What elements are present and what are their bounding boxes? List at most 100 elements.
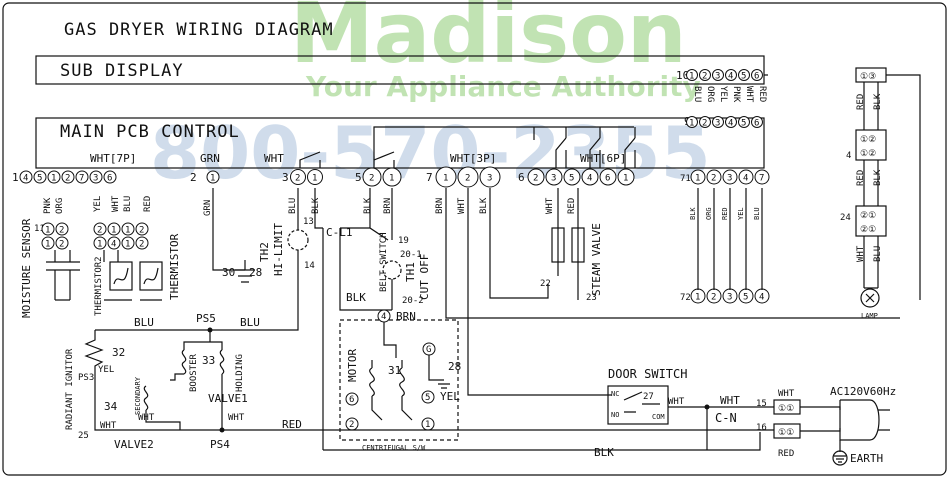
c71-pin xyxy=(754,169,770,185)
svg-text:①②: ①② xyxy=(860,135,876,145)
wht6p-pin xyxy=(599,168,617,186)
door-no: NO xyxy=(611,411,619,419)
connector-10-id: 10 xyxy=(676,69,689,82)
wht3p-pin-label: 1 xyxy=(443,174,448,184)
wht6p-pin-label: 2 xyxy=(533,174,538,184)
diagram-title: GAS DRYER WIRING DIAGRAM xyxy=(64,20,334,40)
steam-valve-label: STEAM VALVE xyxy=(590,223,603,296)
wht6p-pin-label: 5 xyxy=(569,174,574,184)
n23: 23 xyxy=(586,293,597,303)
n13: 13 xyxy=(303,217,314,227)
c9-pin xyxy=(751,116,763,128)
steam-valve: BRN WHT BLK WHT RED STEAM VALVE 22 23 xyxy=(435,188,900,396)
wire-blu-th: BLU xyxy=(123,196,133,212)
n33: 33 xyxy=(202,354,215,367)
c4-id: 4 xyxy=(846,151,851,161)
c11c-pin-label: 2 xyxy=(97,226,102,236)
svg-text:②①: ②① xyxy=(860,225,876,235)
c11d-pin-label: 2 xyxy=(139,240,144,250)
c71-pin-label: 2 xyxy=(711,174,716,184)
c5-wire-blk: BLK xyxy=(363,197,373,214)
motor-pin6: 6 xyxy=(349,395,354,405)
wht7p-pin xyxy=(33,170,47,184)
booster-label: BOOSTER xyxy=(189,353,199,392)
wht7p-pin-label: 4 xyxy=(23,174,28,184)
n20-1: 20-1 xyxy=(400,250,422,260)
door-wht: WHT xyxy=(668,397,685,407)
c11c-pin-label: 1 xyxy=(125,226,130,236)
c11d-pin-label: 1 xyxy=(125,240,130,250)
gas-valve: BLU PS5 BLU RADIANT IGNITOR 32 YEL PS3 3… xyxy=(65,312,780,459)
c11c-pin-label: 2 xyxy=(139,226,144,236)
blu-wire-2: BLU xyxy=(240,316,260,329)
c71-pin-label: 7 xyxy=(759,174,764,184)
connector-11-id: 11 xyxy=(34,224,45,234)
n25: 25 xyxy=(78,431,89,441)
c10-pin xyxy=(725,69,737,81)
c5-id: 5 xyxy=(355,171,362,184)
watermark-tagline: Your Appliance Authority xyxy=(305,70,701,103)
main-pcb-box xyxy=(35,117,765,169)
motor-pin4: 4 xyxy=(381,312,386,322)
c2-id: 2 xyxy=(190,171,197,184)
c11c-pin-label: 1 xyxy=(111,226,116,236)
c11b-pin-label: 2 xyxy=(59,240,64,250)
c71-pin xyxy=(738,169,754,185)
c9-pin-label: 6 xyxy=(754,119,759,129)
c10-pin xyxy=(699,69,711,81)
n14: 14 xyxy=(304,261,315,271)
sub-display-label: SUB DISPLAY xyxy=(60,61,184,81)
wire-wht-th: WHT xyxy=(111,195,121,212)
grn-wire: GRN xyxy=(203,200,213,216)
wht7p-pin-label: 6 xyxy=(107,174,112,184)
ps4-label: PS4 xyxy=(210,438,230,451)
wht6p-label: WHT[6P] xyxy=(580,152,626,165)
c10-pin-label: 4 xyxy=(728,72,733,82)
c5-pin xyxy=(362,167,382,187)
wht-v2: WHT xyxy=(100,421,117,431)
sub-display-wire: PNK xyxy=(731,86,741,103)
n27: 27 xyxy=(643,392,654,402)
yel-ign: YEL xyxy=(98,365,114,375)
c3-wire-blk: BLK xyxy=(311,197,321,214)
sub-display-wire: YEL xyxy=(718,86,728,102)
ac-label: AC120V60Hz xyxy=(830,385,896,398)
door-com: COM xyxy=(652,413,665,421)
grn-ground: GRN 30 28 xyxy=(203,188,262,283)
c5-pin xyxy=(382,167,402,187)
c11b-pin xyxy=(41,236,55,250)
c5-pin-label: 1 xyxy=(389,174,394,184)
main-pcb-label: MAIN PCB CONTROL xyxy=(60,122,240,142)
lamp-red-mid: RED xyxy=(856,170,866,186)
lamp-bulb xyxy=(860,288,880,308)
c7-wire-wht: WHT xyxy=(457,197,467,214)
c9-pin-label: 4 xyxy=(728,119,733,129)
c10-pin-label: 2 xyxy=(702,72,707,82)
c72-pin-label: 1 xyxy=(695,293,700,303)
motor-label: MOTOR xyxy=(346,349,359,382)
wht6p-pin xyxy=(563,168,581,186)
grn-label: GRN xyxy=(200,152,220,165)
c5-wire-brn: BRN xyxy=(383,198,393,214)
motor-box xyxy=(339,319,459,441)
c10-pin-label: 1 xyxy=(689,72,694,82)
power-supply: 15 WHT 16 RED ①① ①① AC120V60Hz EARTH xyxy=(756,385,896,466)
valve2-label: VALVE2 xyxy=(114,438,154,451)
wht7p-label: WHT[7P] xyxy=(90,152,136,165)
c10-pin-label: 3 xyxy=(715,72,720,82)
wht6p-pin xyxy=(617,168,635,186)
wht-power: WHT xyxy=(778,389,795,399)
n28-motor: 28 xyxy=(448,360,461,373)
door-nc: NC xyxy=(611,390,619,398)
svg-text:①②: ①② xyxy=(860,149,876,159)
c71-pin xyxy=(690,169,706,185)
c3-pin xyxy=(307,169,323,185)
watermark-phone: 800-570-2355 xyxy=(150,111,711,195)
secondary-label: SECONDARY xyxy=(134,376,142,415)
c72-pin-label: 2 xyxy=(711,293,716,303)
c9-pin xyxy=(686,116,698,128)
